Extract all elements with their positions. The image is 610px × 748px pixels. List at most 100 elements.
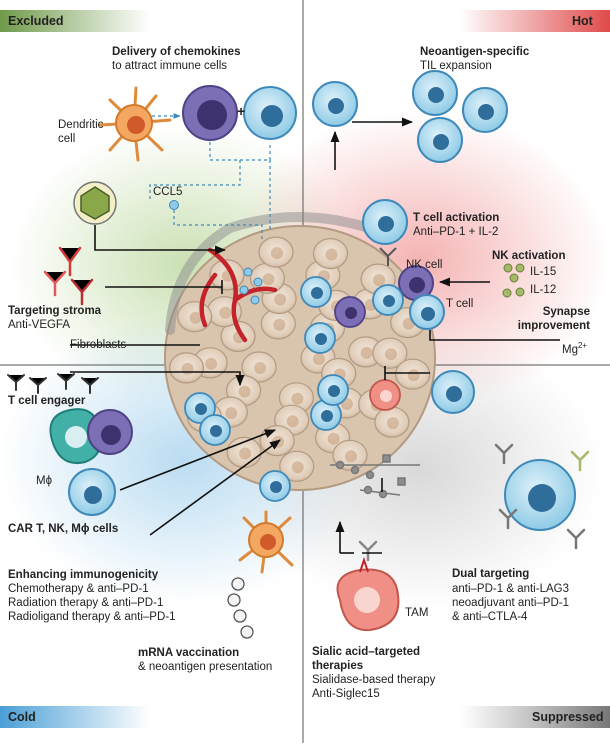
tumor-cell-nucleus — [386, 417, 399, 430]
dual-line-2: neoadjuvant anti–PD-1 — [452, 597, 569, 609]
tam-label: TAM — [405, 607, 429, 619]
il15-label: IL-15 — [530, 266, 557, 278]
infiltrating-cell-nucleus — [321, 410, 333, 422]
virus-particle — [73, 181, 117, 225]
macrophage-purple — [87, 409, 133, 455]
dual-line-1: anti–PD-1 & anti-LAG3 — [452, 583, 569, 595]
enhancing-immunogenicity-title: Enhancing immunogenicity — [8, 569, 159, 581]
tumor-cell-nucleus — [238, 385, 251, 398]
immunogenicity-line-3: Radioligand therapy & anti–PD-1 — [8, 611, 176, 623]
tumor-cell-nucleus — [327, 432, 340, 445]
tcell-activation-cell — [362, 199, 408, 266]
excluded-bar — [0, 10, 150, 32]
corner-label-suppressed: Suppressed — [532, 710, 604, 724]
tumor-cell-nucleus — [286, 415, 299, 428]
tumor-cell-nucleus — [254, 362, 267, 374]
anti-vegfa-antibodies — [43, 246, 94, 306]
mrna-dendritic-cell — [238, 510, 294, 574]
tumor-cell-nucleus — [291, 461, 304, 474]
macrophage-teal — [49, 408, 102, 464]
targeting-stroma-title: Targeting stroma — [8, 305, 102, 317]
corner-label-hot: Hot — [572, 14, 593, 28]
mg-label: Mg2+ — [562, 341, 588, 356]
dual-targeting-cell — [494, 443, 590, 550]
tumor-cell-nucleus — [325, 248, 338, 261]
tcell-top-excluded — [243, 86, 297, 140]
tam-macrophage — [336, 556, 400, 632]
blood-vessel — [199, 247, 278, 343]
infiltrating-cell-nucleus — [315, 333, 327, 345]
nk-activation-title: NK activation — [492, 250, 566, 262]
purple-cell — [182, 85, 238, 141]
mrna-lipid-particles — [227, 577, 254, 639]
fibroblast-layer — [165, 211, 380, 335]
cytokine-dots — [502, 263, 525, 298]
tcell-activation-title: T cell activation — [413, 212, 500, 224]
ccl5-molecule — [169, 200, 179, 210]
infiltrating-cell-nucleus — [383, 295, 395, 307]
tumor-cell-nucleus — [345, 450, 357, 463]
sialic-acid-chains — [330, 454, 420, 499]
chemokine-dots — [239, 267, 263, 305]
tumor-cell-nucleus — [262, 273, 275, 286]
tumor-cell-nucleus — [291, 392, 304, 405]
infiltrating-cells — [184, 276, 404, 502]
neoantigen-subtitle: TIL expansion — [420, 60, 492, 72]
cold-bar — [0, 706, 150, 728]
plus-sign: + — [237, 103, 246, 119]
mg-text: Mg — [562, 343, 578, 356]
tumor-cell-nucleus — [189, 311, 202, 324]
dendritic-cell-label: Dendritic cell — [58, 119, 104, 145]
tcell-engager-label: T cell engager — [8, 395, 86, 407]
tumor-cell-nucleus — [205, 357, 218, 370]
nk-cell-label: NK cell — [406, 259, 443, 271]
tcell-hot — [409, 294, 445, 330]
immunogenicity-line-2: Radiation therapy & anti–PD-1 — [8, 597, 164, 609]
mphi-label: Mϕ — [36, 475, 53, 487]
dendritic-cell — [98, 86, 172, 162]
sialic-line-1: Sialidase-based therapy — [312, 674, 436, 686]
immunogenicity-line-1: Chemotherapy & anti–PD-1 — [8, 583, 149, 595]
mrna-vaccination-subtitle: & neoantigen presentation — [138, 661, 273, 673]
tumor-cell-nucleus — [273, 318, 286, 331]
infiltrating-cell-nucleus — [270, 481, 282, 493]
ccl5-label: CCL5 — [153, 186, 183, 198]
corner-label-cold: Cold — [8, 710, 36, 724]
tumor-cell-nucleus — [360, 346, 373, 359]
fibroblasts-label: Fibroblasts — [70, 339, 127, 351]
synapse-improvement-title: Synapse improvement — [517, 306, 590, 332]
siglec-antibody — [358, 540, 378, 562]
il12-label: IL-12 — [530, 284, 557, 296]
infiltrating-cell-nucleus — [380, 390, 392, 402]
tumor-cell-nucleus — [225, 407, 238, 420]
delivery-chemokines-title: Delivery of chemokines — [112, 46, 241, 58]
tumor-cell-nucleus — [271, 247, 283, 260]
car-tcell — [68, 468, 116, 516]
tumor-cell-nucleus — [407, 369, 420, 382]
infiltrating-cell-nucleus — [210, 425, 222, 437]
dual-targeting-title: Dual targeting — [452, 568, 530, 580]
sialic-acid-title: Sialic acid–targeted therapies — [312, 646, 421, 672]
infiltrating-cell-nucleus — [195, 403, 207, 415]
suppressed-bar — [460, 706, 610, 728]
infiltrating-cell-nucleus — [311, 287, 323, 299]
tumor-cell-nucleus — [274, 293, 287, 306]
tumor-cell-nucleus — [181, 362, 194, 375]
dual-line-3: & anti–CTLA-4 — [452, 611, 528, 623]
til-cluster — [312, 70, 508, 163]
car-cells-label: CAR T, NK, Mϕ cells — [8, 523, 119, 535]
suppressed-tcell — [431, 370, 475, 414]
neoantigen-title: Neoantigen-specific — [420, 46, 530, 58]
tumor-cell-nucleus — [384, 348, 397, 361]
tumor-cell-nucleus — [239, 447, 252, 460]
nk-cell — [398, 265, 434, 301]
tcell-engager-icons — [7, 373, 99, 394]
targeting-stroma-subtitle: Anti-VEGFA — [8, 319, 70, 331]
tumor-cell-nucleus — [219, 306, 232, 319]
tumor-cell-nucleus — [373, 274, 386, 287]
mrna-vaccination-title: mRNA vaccination — [138, 647, 240, 659]
hot-bar — [460, 10, 610, 32]
tcell-activation-subtitle: Anti–PD-1 + IL-2 — [413, 226, 499, 238]
